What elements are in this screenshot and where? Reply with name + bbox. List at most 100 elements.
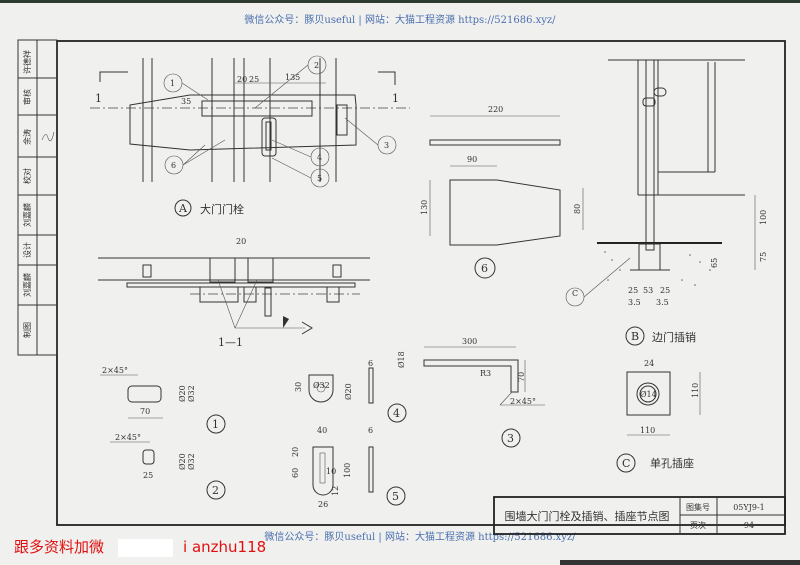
dim-label: 20 bbox=[291, 447, 300, 457]
dim-label: 6 bbox=[368, 426, 373, 435]
atlas-number: 05YJ9-1 bbox=[733, 503, 765, 512]
section-mark-left: 1 bbox=[95, 92, 102, 105]
callout-4: 4 bbox=[317, 153, 322, 162]
dim-label: Ø20 bbox=[178, 453, 187, 470]
part-5-marker: 5 bbox=[392, 490, 399, 503]
dim-label: 130 bbox=[420, 200, 429, 215]
dim-label: Ø14 bbox=[640, 390, 657, 399]
callout-c: C bbox=[572, 289, 578, 298]
dim-label: 2×45° bbox=[102, 366, 128, 375]
callout-2: 2 bbox=[314, 61, 319, 70]
detail-c-title: 单孔插座 bbox=[650, 456, 694, 470]
dim-label: 80 bbox=[573, 204, 582, 214]
part-6: 220 90 130 80 6 bbox=[420, 105, 584, 279]
dim-label: 75 bbox=[759, 252, 768, 262]
part-3-marker: 3 bbox=[507, 432, 514, 445]
dim-label: 6 bbox=[368, 359, 373, 368]
watermark-top: 微信公众号：豚贝useful | 网站：大猫工程资源 https://52168… bbox=[244, 13, 556, 26]
dim-label: Ø18 bbox=[397, 351, 406, 368]
dim-label: 70 bbox=[140, 407, 150, 416]
detail-c-socket: 24 110 110 Ø14 C 单孔插座 bbox=[616, 359, 701, 473]
sidebar-cell: 制图 bbox=[22, 322, 32, 338]
dim-label: 110 bbox=[640, 426, 655, 435]
section-1-1-title: 1—1 bbox=[218, 336, 243, 349]
detail-c-marker: C bbox=[622, 457, 630, 470]
dim-label: 25 bbox=[628, 286, 638, 295]
callout-3: 3 bbox=[384, 141, 389, 150]
part-4: 30 Ø32 Ø20 6 4 bbox=[294, 359, 407, 423]
dim-label: 90 bbox=[467, 155, 477, 164]
part-6-marker: 6 bbox=[481, 262, 488, 275]
signature-mark bbox=[41, 131, 55, 142]
detail-a-gate-bolt: 1 1 20 25 135 35 1 2 3 4 5 6 A 大门门栓 bbox=[90, 55, 410, 217]
dim-label: 70 bbox=[517, 372, 526, 382]
sidebar-cell: 刘嘉麟 bbox=[22, 273, 32, 297]
sidebar-cell: 设计 bbox=[22, 242, 32, 258]
dim-label: Ø32 bbox=[187, 385, 196, 402]
dim-label: 300 bbox=[462, 337, 477, 346]
dim-label: 20 bbox=[236, 237, 246, 246]
dim-label: 10 bbox=[326, 467, 336, 476]
page-label: 页次 bbox=[690, 520, 706, 530]
dim-label: 100 bbox=[759, 210, 768, 225]
detail-b-title: 边门插销 bbox=[652, 330, 696, 344]
part-3: 300 R3 70 2×45° Ø18 3 bbox=[397, 337, 545, 448]
redacted-box bbox=[118, 538, 174, 557]
part-2: 2×45° 25 Ø20 Ø32 2 bbox=[110, 433, 226, 500]
part-4-marker: 4 bbox=[393, 407, 400, 420]
dim-label: Ø32 bbox=[313, 381, 330, 390]
callout-5: 5 bbox=[317, 174, 322, 183]
section-1-1: 20 1—1 bbox=[98, 237, 370, 349]
detail-b-side-door-latch: 100 75 25 53 25 3.5 3.5 65 C B 边门插销 bbox=[565, 59, 768, 346]
callout-1: 1 bbox=[170, 79, 175, 88]
title-block: 围墙大门门栓及插销、插座节点图 图集号 05YJ9-1 页次 94 bbox=[493, 496, 786, 535]
drawing-title: 围墙大门门栓及插销、插座节点图 bbox=[505, 509, 670, 523]
dim-label: Ø20 bbox=[178, 385, 187, 402]
dim-label: 40 bbox=[317, 426, 327, 435]
promo-suffix: i anzhu118 bbox=[183, 538, 267, 556]
dim-label: 3.5 bbox=[628, 298, 641, 307]
dim-label: Ø20 bbox=[344, 383, 353, 400]
callout-6: 6 bbox=[171, 161, 176, 170]
dim-label: 12 bbox=[331, 486, 340, 496]
part-1-marker: 1 bbox=[212, 418, 219, 431]
sidebar-cell: 余涛 bbox=[22, 129, 32, 145]
dim-label: 24 bbox=[644, 359, 654, 368]
part-1: 2×45° 70 Ø20 Ø32 1 bbox=[100, 366, 226, 434]
part-5: 40 20 60 10 100 12 26 6 5 bbox=[291, 426, 406, 509]
dim-label: 25 bbox=[249, 75, 259, 84]
section-mark-right: 1 bbox=[392, 92, 399, 105]
dim-label: 2×45° bbox=[115, 433, 141, 442]
dim-label: 30 bbox=[294, 382, 303, 392]
promo-prefix: 跟多资料加微 bbox=[14, 538, 105, 556]
dim-label: 220 bbox=[488, 105, 503, 114]
dim-label: 60 bbox=[291, 468, 300, 478]
part-2-marker: 2 bbox=[212, 484, 219, 497]
dim-label: R3 bbox=[480, 369, 491, 378]
dim-label: 53 bbox=[643, 286, 653, 295]
watermark-bottom: 微信公众号：豚贝useful | 网站：大猫工程资源 https://52168… bbox=[264, 530, 576, 543]
dim-label: 20 bbox=[237, 75, 247, 84]
dim-label: 25 bbox=[660, 286, 670, 295]
atlas-label: 图集号 bbox=[686, 502, 710, 512]
detail-a-title: 大门门栓 bbox=[200, 202, 244, 216]
page-number: 94 bbox=[744, 521, 754, 530]
sidebar-cell: 刘嘉麟 bbox=[22, 203, 32, 227]
dim-label: 110 bbox=[691, 383, 700, 398]
detail-b-marker: B bbox=[631, 330, 639, 343]
sidebar-cell: 审核 bbox=[22, 89, 32, 105]
sidebar-cell: 许德祥 bbox=[22, 50, 32, 74]
dim-label: 100 bbox=[343, 463, 352, 478]
promo-text: 跟多资料加微 i anzhu118 bbox=[14, 536, 266, 557]
dim-label: 35 bbox=[181, 97, 191, 106]
dim-label: 2×45° bbox=[510, 397, 536, 406]
dim-label: 3.5 bbox=[656, 298, 669, 307]
dim-label: 25 bbox=[143, 471, 153, 480]
dim-label: 65 bbox=[710, 258, 719, 268]
dim-label: 26 bbox=[318, 500, 328, 509]
sidebar-cell: 校对 bbox=[22, 168, 32, 184]
dim-label: Ø32 bbox=[187, 453, 196, 470]
detail-a-marker: A bbox=[178, 202, 188, 215]
